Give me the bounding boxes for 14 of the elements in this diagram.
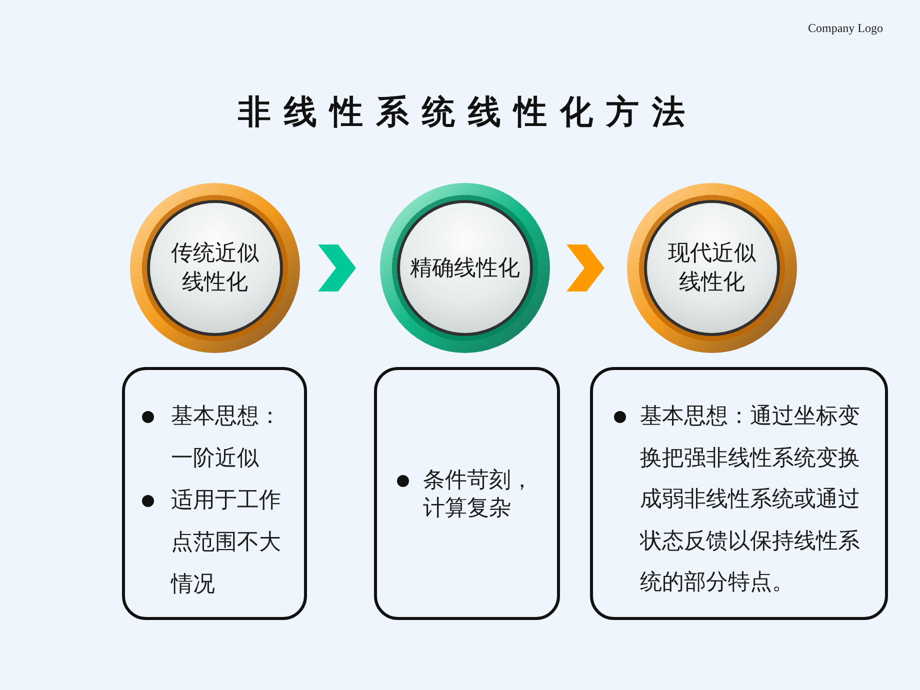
circle-label: 传统近似线性化	[170, 240, 260, 297]
text-box	[374, 367, 560, 620]
corner-note: Company Logo	[808, 21, 883, 36]
bullet-text: 基本思想：通过坐标变换把强非线性系统变换成弱非线性系统或通过状态反馈以保持线性系统的部分特点。	[640, 403, 861, 597]
text-box	[122, 367, 307, 620]
title: 非线性系统线性化方法	[238, 91, 698, 133]
bullet-text: 基本思想：一阶近似	[171, 403, 282, 473]
circle-label: 精确线性化	[410, 254, 520, 282]
text-box	[590, 367, 888, 620]
bullet-text: 适用于工作点范围不大情况	[171, 487, 282, 599]
chevron-arrow	[318, 244, 356, 292]
bullet-text: 条件苛刻，计算复杂	[423, 467, 534, 523]
chevron-arrow	[566, 244, 604, 292]
circle-label: 现代近似线性化	[667, 240, 757, 297]
